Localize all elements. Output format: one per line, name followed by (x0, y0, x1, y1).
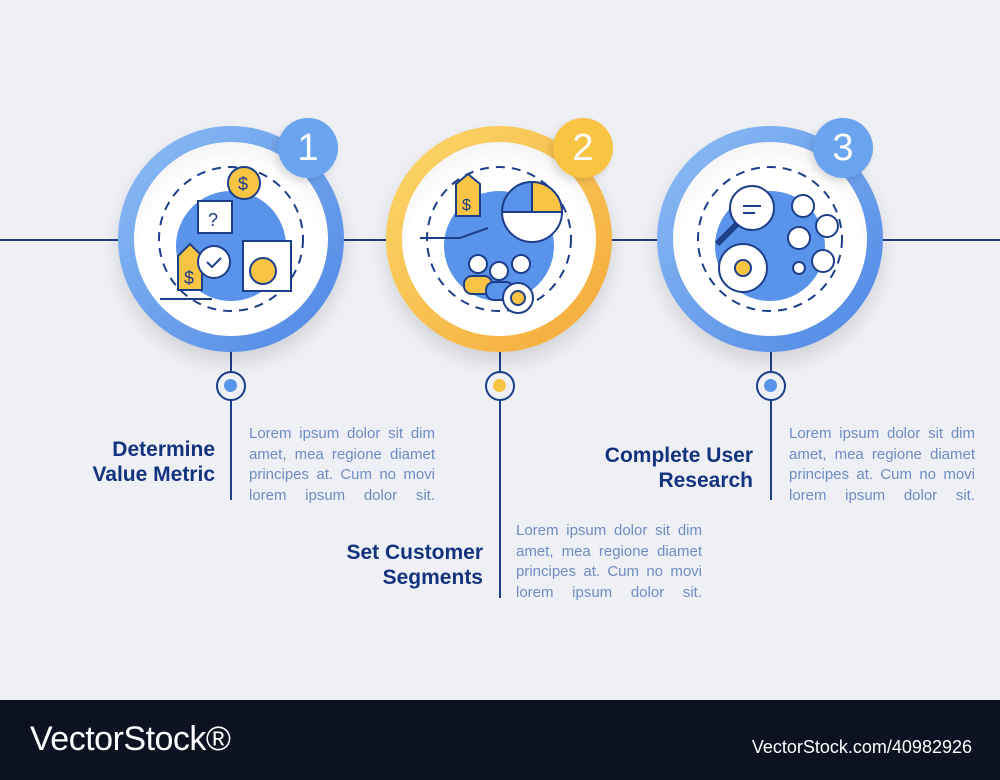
svg-text:$: $ (184, 268, 194, 288)
svg-text:$: $ (462, 197, 471, 214)
svg-text:$: $ (238, 174, 248, 194)
step-1-dot (216, 371, 246, 401)
step-1-description: Lorem ipsum dolor sit dim amet, mea regi… (249, 425, 435, 504)
svg-text:?: ? (208, 210, 218, 230)
user-research-icon (697, 166, 843, 312)
connector-3 (770, 340, 772, 500)
image-id: VectorStock.com/40982926 (751, 737, 972, 757)
step-1-badge: 1 (278, 118, 338, 178)
step-2-badge: 2 (553, 118, 613, 178)
vectorstock-logo: VectorStock® (30, 720, 231, 758)
title-line: Value Metric (92, 463, 215, 486)
title-line: Determine (112, 438, 215, 461)
title-line: Research (658, 469, 753, 492)
connector-2 (499, 340, 501, 598)
step-3-description: Lorem ipsum dolor sit dim amet, mea regi… (789, 425, 975, 504)
customer-segments-icon: $ (420, 166, 572, 314)
connector-1 (230, 340, 232, 500)
step-3-badge: 3 (813, 118, 873, 178)
value-metric-icon: ? $ $ (158, 166, 304, 312)
step-2-circle: $ (386, 126, 612, 352)
step-1-circle: ? $ $ (118, 126, 344, 352)
step-2-description: Lorem ipsum dolor sit dim amet, mea regi… (516, 522, 702, 601)
title-line: Segments (382, 566, 483, 589)
title-line: Set Customer (346, 541, 483, 564)
title-line: Complete User (604, 444, 753, 467)
step-3-dot (756, 371, 786, 401)
step-2-dot (485, 371, 515, 401)
footer-bar: VectorStock® VectorStock.com/40982926 (0, 700, 1000, 780)
